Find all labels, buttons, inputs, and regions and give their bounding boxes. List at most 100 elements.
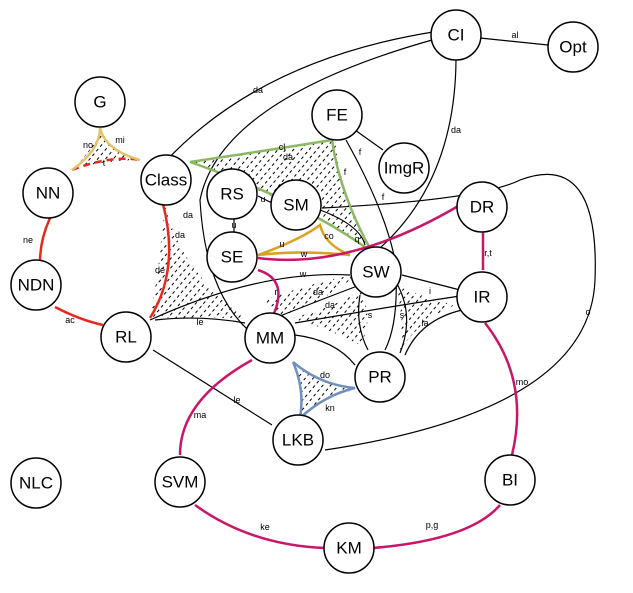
node-label: SE — [221, 248, 244, 267]
node-circle — [311, 89, 363, 141]
node-ndn: NDN — [10, 259, 62, 311]
node-dr: DR — [456, 181, 508, 233]
edge-label-s1: s — [368, 310, 373, 320]
edge-label-pg: p,g — [426, 520, 439, 530]
node-label: PR — [368, 368, 392, 387]
edge-sw-ir — [401, 274, 461, 291]
node-circle — [354, 351, 406, 403]
node-imgr: ImgR — [378, 142, 430, 194]
edge-fe-imgr — [354, 129, 384, 151]
edge-ci-opt — [479, 37, 549, 46]
edge-label-de: de — [155, 265, 165, 275]
edge-label-f2: f — [344, 167, 347, 177]
node-circle — [10, 457, 62, 509]
edge-label-ke: ke — [260, 522, 270, 532]
edge-label-da1: da — [253, 85, 263, 95]
node-sm: SM — [270, 179, 322, 231]
edge-sm-sw — [319, 209, 366, 246]
node-label: ImgR — [384, 159, 425, 178]
node-circle — [350, 246, 402, 298]
node-class: Class — [140, 154, 192, 206]
edge-label-le1: le — [196, 317, 203, 327]
edge-nn-ndn — [38, 217, 52, 263]
node-rs: RS — [206, 168, 258, 220]
node-circle — [456, 271, 508, 323]
node-label: SVM — [162, 473, 199, 492]
edge-rl-mm — [154, 317, 246, 324]
edge-label-q: q — [354, 234, 359, 244]
node-svm: SVM — [154, 456, 206, 508]
edge-label-ma: ma — [194, 410, 207, 420]
edge-km-bi — [372, 504, 501, 550]
node-circle — [244, 312, 296, 364]
node-km: KM — [323, 522, 375, 574]
node-circle — [10, 259, 62, 311]
node-circle — [22, 167, 74, 219]
edge-sw-pr-1 — [358, 294, 369, 351]
node-circle — [547, 21, 599, 73]
edge-mm-svm — [178, 358, 253, 456]
edge-g-nn-class — [71, 127, 141, 172]
edge-label-f1: f — [359, 147, 362, 157]
edge-label-no: no — [83, 140, 93, 150]
edge-label-u1: u — [260, 194, 265, 204]
edge-ir-pr — [404, 309, 463, 356]
node-mm: MM — [244, 312, 296, 364]
node-nlc: NLC — [10, 457, 62, 509]
region-sw-ir-pr — [395, 285, 455, 350]
edge-label-da6: da — [313, 287, 323, 297]
edge-rs-sm — [257, 195, 273, 204]
edge-label-r: r — [275, 287, 278, 297]
node-label: DR — [470, 198, 495, 217]
edge-se-sm-sw — [257, 222, 351, 257]
node-nn: NN — [22, 167, 74, 219]
edge-sw-pr-2 — [395, 281, 408, 354]
node-lkb: LKB — [272, 414, 324, 466]
edge-label-la: la — [421, 318, 428, 328]
node-label: Class — [145, 171, 188, 190]
edge-se-mm — [257, 268, 280, 319]
node-label: FE — [326, 106, 348, 125]
region-mm-sw — [265, 275, 355, 318]
node-ir: IR — [456, 271, 508, 323]
node-circle — [140, 154, 192, 206]
node-circle — [323, 522, 375, 574]
edge-label-do: do — [320, 370, 330, 380]
edge-label-kn: kn — [325, 403, 335, 413]
node-label: RL — [115, 328, 137, 347]
node-circle — [456, 181, 508, 233]
node-fe: FE — [311, 89, 363, 141]
node-label: BI — [502, 471, 518, 490]
node-label: IR — [474, 288, 491, 307]
node-label: SW — [362, 263, 389, 282]
edge-label-da3: da — [283, 152, 293, 162]
edge-mm-sw — [274, 284, 361, 319]
edge-label-mi: mi — [115, 135, 125, 145]
edge-mm-lkb-pr — [291, 361, 356, 422]
node-label: RS — [220, 185, 244, 204]
edge-label-ne: ne — [23, 235, 33, 245]
edge-label-s2: s — [400, 310, 405, 320]
node-circle — [378, 142, 430, 194]
edge-label-ac: ac — [65, 315, 75, 325]
edge-label-da4: da — [183, 210, 193, 220]
region-mm-lkb-pr — [293, 362, 355, 418]
node-circle — [206, 168, 258, 220]
edge-ndn-rl — [54, 305, 104, 327]
node-pr: PR — [354, 351, 406, 403]
node-ci: CI — [430, 9, 482, 61]
node-label: LKB — [282, 431, 314, 450]
edge-label-cl: cl — [279, 142, 286, 152]
edge-label-co: co — [324, 231, 334, 241]
node-opt: Opt — [547, 21, 599, 73]
edge-label-o: o — [585, 307, 590, 317]
edge-class-rl — [148, 203, 171, 319]
edge-label-u2: u — [231, 220, 236, 230]
edge-ci-sw — [379, 59, 457, 249]
edge-label-i: i — [429, 286, 431, 296]
edge-label-f3: f — [382, 192, 385, 202]
